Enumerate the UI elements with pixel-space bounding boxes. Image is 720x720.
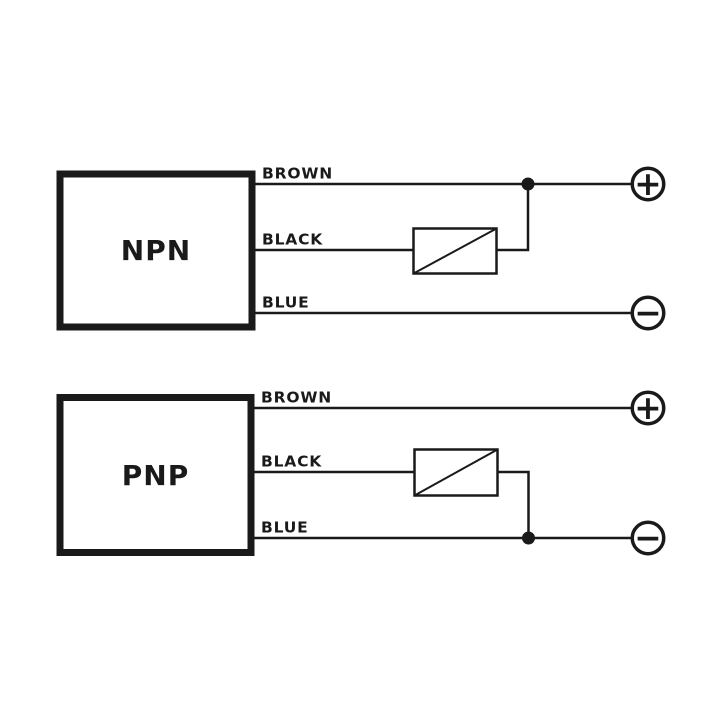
npn-circuit: NPN BROWN BLACK BLUE + − — [56, 164, 666, 332]
npn-load-diagonal — [413, 227, 497, 275]
pnp-minus-terminal-circle — [630, 520, 666, 556]
npn-plus-terminal: + — [630, 164, 666, 203]
npn-plus-terminal-circle — [630, 166, 666, 202]
pnp-load-connector — [498, 470, 530, 538]
npn-black-wire-label: BLACK — [262, 231, 323, 249]
pnp-brown-wire-label: BROWN — [261, 389, 332, 407]
pnp-plus-icon: + — [634, 388, 662, 427]
pnp-plus-terminal: + — [630, 388, 666, 427]
npn-box-label: NPN — [121, 234, 191, 267]
pnp-box-label: PNP — [122, 459, 189, 492]
npn-load-connector — [497, 184, 530, 252]
pnp-plus-terminal-circle — [630, 390, 666, 426]
pnp-sensor-box — [56, 394, 255, 556]
npn-minus-icon: − — [634, 293, 662, 332]
npn-brown-wire-label: BROWN — [262, 165, 333, 183]
pnp-black-wire-label: BLACK — [261, 453, 322, 471]
pnp-circuit: PNP BROWN BLACK BLUE + − — [56, 388, 666, 557]
npn-blue-wire-label: BLUE — [262, 294, 310, 312]
pnp-junction-dot — [522, 531, 535, 545]
npn-minus-terminal-circle — [630, 295, 666, 331]
npn-plus-icon: + — [634, 164, 662, 203]
pnp-minus-icon: − — [634, 518, 662, 557]
npn-minus-terminal: − — [630, 293, 666, 332]
pnp-blue-wire-label: BLUE — [261, 519, 309, 537]
pnp-minus-terminal: − — [630, 518, 666, 557]
pnp-load-diagonal — [414, 448, 498, 497]
npn-sensor-box — [56, 170, 256, 331]
npn-junction-dot — [521, 177, 535, 191]
